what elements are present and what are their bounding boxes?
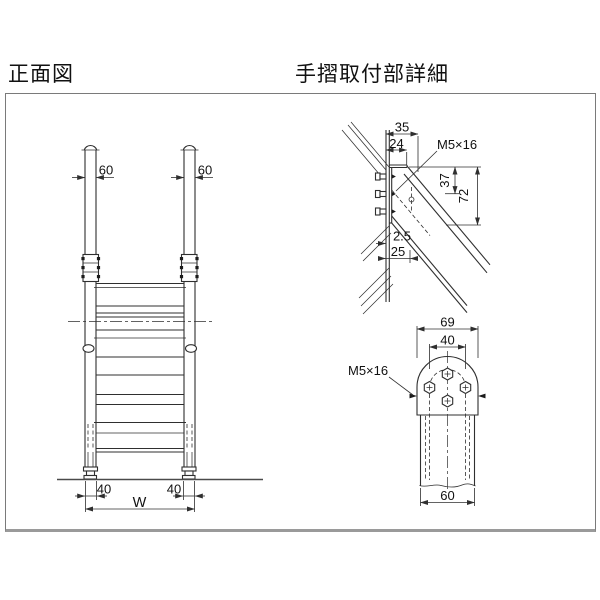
front-view-title: 正面図 xyxy=(8,63,74,86)
dim-2-5: 2.5 xyxy=(376,229,411,246)
dim-label-foot-left: 40 xyxy=(97,482,111,497)
foot-left xyxy=(82,466,99,480)
dim-label-width: W xyxy=(133,495,147,511)
side-boss-right xyxy=(184,344,198,353)
dim-post-right: 60 xyxy=(171,163,213,180)
post-cap-right xyxy=(180,145,199,151)
dim-37: 37 xyxy=(409,166,481,195)
svg-text:35: 35 xyxy=(395,120,409,135)
svg-text:M5×16: M5×16 xyxy=(348,363,388,378)
mounting-bolts xyxy=(374,172,396,216)
bolt-callout-bottom: M5×16 xyxy=(348,363,414,396)
dim-40: 40 xyxy=(429,333,466,369)
dim-69: 69 xyxy=(416,315,479,358)
bolt-callout: M5×16 xyxy=(395,137,477,192)
dim-35: 35 xyxy=(385,120,419,172)
dim-24: 24 xyxy=(385,136,408,165)
saddle-outline xyxy=(416,356,479,416)
stringer-channel xyxy=(391,165,491,313)
dim-72: 72 xyxy=(446,166,481,226)
foot-right xyxy=(181,466,197,480)
post-tube xyxy=(419,415,476,488)
leg-insert-lines xyxy=(87,424,193,467)
svg-text:25: 25 xyxy=(391,244,405,259)
post-saddle-detail: 69 40 xyxy=(348,315,486,506)
dim-label-foot-right: 40 xyxy=(167,482,181,497)
ladder-front-view: 60 60 xyxy=(57,145,263,512)
hidden-hole xyxy=(408,187,415,212)
break-line xyxy=(419,483,476,488)
detail-title: 手摺取付部詳細 xyxy=(295,63,449,86)
break-hatch-mid xyxy=(360,225,392,262)
svg-text:72: 72 xyxy=(456,189,471,203)
side-bolt-arrow-right xyxy=(478,393,486,399)
break-hatch-lower xyxy=(358,267,394,315)
side-boss-left xyxy=(82,344,95,353)
dim-post-left: 60 xyxy=(72,163,114,180)
coupling-right xyxy=(179,253,199,283)
svg-text:24: 24 xyxy=(389,136,403,151)
side-bolt-arrow-left xyxy=(409,393,417,399)
svg-text:37: 37 xyxy=(437,173,452,187)
handrail-bracket-detail: 35 24 M5×16 37 72 xyxy=(341,120,491,315)
ladder-rungs xyxy=(68,282,212,453)
svg-text:M5×16: M5×16 xyxy=(437,137,477,152)
hex-bolts xyxy=(423,367,472,408)
dim-label: 60 xyxy=(99,163,113,178)
dim-feet-and-width: 40 40 W xyxy=(75,481,205,512)
svg-text:69: 69 xyxy=(440,315,454,330)
svg-text:60: 60 xyxy=(440,488,454,503)
svg-text:2.5: 2.5 xyxy=(393,229,411,244)
detail-panel xyxy=(292,93,596,532)
post-cap-left xyxy=(81,145,100,151)
dim-25: 25 xyxy=(377,244,419,263)
dim-60: 60 xyxy=(420,488,475,506)
svg-text:40: 40 xyxy=(440,333,454,348)
break-hatch-upper xyxy=(341,121,390,176)
coupling-left xyxy=(81,253,101,283)
dim-label: 60 xyxy=(198,163,212,178)
